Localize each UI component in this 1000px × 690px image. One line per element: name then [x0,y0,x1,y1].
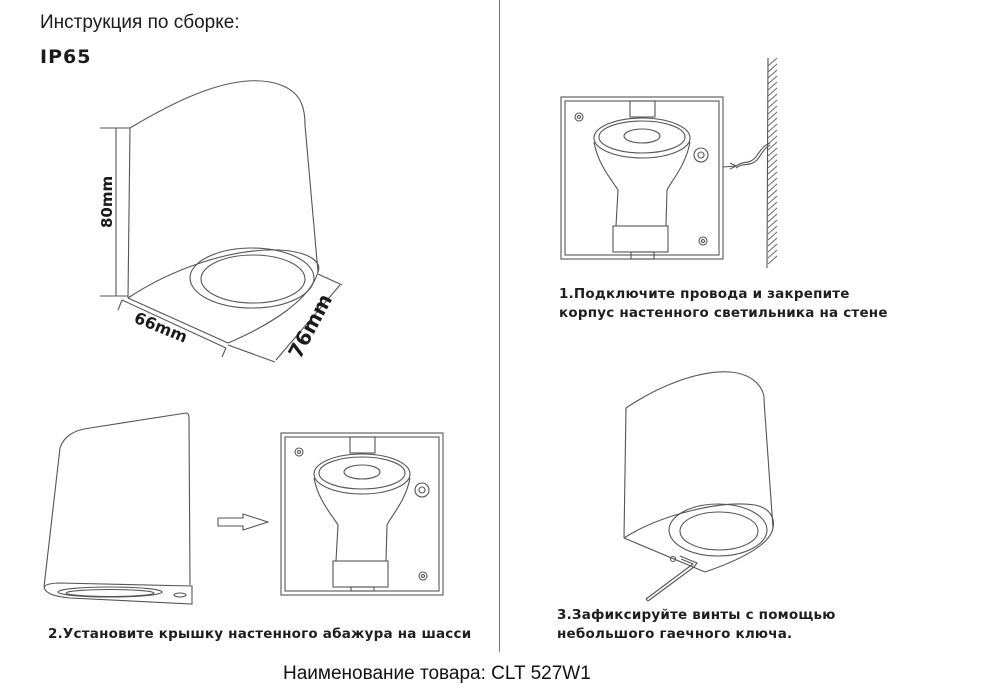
dimension-width-label: 66mm [132,308,191,346]
dimension-depth-label: 76mm [283,290,337,363]
hatched-wall-icon [767,57,778,265]
right-arrow-icon [217,513,270,531]
dimension-height-label: 80mm [98,176,116,228]
step2-illustration [43,412,444,605]
step2-caption: 2.Установите крышку настенного абажура н… [48,625,471,644]
step1-line2: корпус настенного светильника на стене [559,305,888,321]
vertical-divider [499,0,500,652]
step2-line1: 2.Установите крышку настенного абажура н… [48,626,472,642]
step3-illustration [623,371,774,602]
step1-illustration [560,57,778,269]
step1-line1: 1.Подключите провода и закрепите [559,286,850,302]
step3-line1: 3.Зафиксируйте винты с помощью [557,607,836,623]
ip-rating-label: IP65 [40,46,92,68]
dimension-drawing: 80mm 66mm 76mm [98,80,343,363]
step1-caption: 1.Подключите провода и закрепите корпус … [559,285,888,323]
page-title: Инструкция по сборке: [40,12,240,33]
hex-key-icon [645,555,698,602]
step3-line2: небольшого гаечного ключа. [557,626,793,642]
product-name: Наименование товара: CLT 527W1 [283,663,591,684]
step3-caption: 3.Зафиксируйте винты с помощью небольшог… [557,606,836,644]
